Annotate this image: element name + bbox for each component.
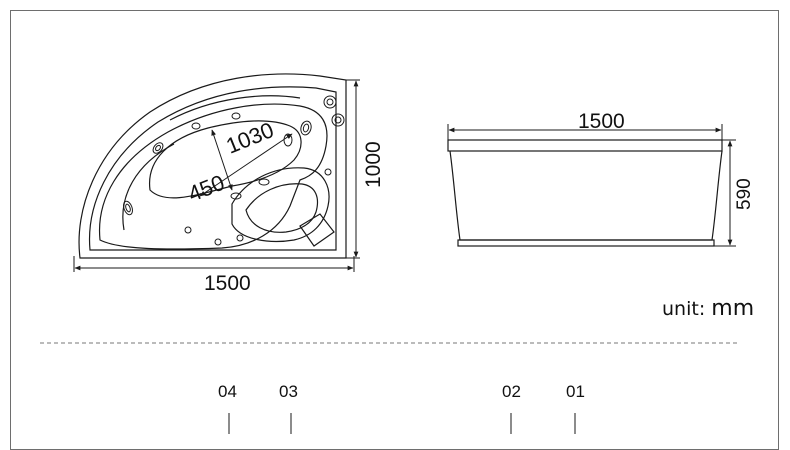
- unit-value: mm: [711, 296, 755, 321]
- tub-top-groove: [169, 95, 301, 121]
- tub-inner-rim: [88, 86, 337, 251]
- tub-jets: [123, 95, 345, 246]
- jet-icon: [283, 133, 293, 147]
- front-base: [457, 239, 715, 247]
- jet-icon: [152, 142, 164, 154]
- front-width-label: 1500: [578, 110, 625, 133]
- tub-seat: [231, 167, 330, 243]
- unit-prefix: unit:: [662, 298, 706, 320]
- front-height-label: 590: [734, 178, 755, 210]
- tub-side-groove: [122, 143, 175, 231]
- drain-icon: [324, 168, 332, 176]
- front-top-rim: [447, 139, 723, 152]
- marker-02: 02: [502, 382, 521, 401]
- tub-outer-rim: [78, 73, 347, 259]
- control-knob-icon: [334, 116, 342, 124]
- bathtub-front-view: [447, 139, 723, 247]
- markers: 04 03 02 01: [218, 382, 585, 434]
- tub-basin: [98, 103, 328, 250]
- tub-armrest: [299, 213, 335, 247]
- depth-label: 1000: [362, 141, 385, 188]
- inner-width-label: 450: [185, 170, 228, 207]
- control-knob-icon: [331, 113, 345, 127]
- jet-icon: [300, 120, 312, 136]
- dim-line-450: [199, 133, 293, 197]
- jet-icon: [231, 112, 241, 120]
- control-knob-icon: [326, 98, 334, 106]
- width-label: 1500: [204, 272, 251, 295]
- jet-icon: [123, 200, 133, 216]
- marker-04: 04: [218, 382, 237, 401]
- marker-03: 03: [279, 382, 298, 401]
- jet-icon: [191, 122, 201, 130]
- marker-01: 01: [566, 382, 585, 401]
- jet-icon: [125, 203, 131, 213]
- jet-icon: [258, 178, 270, 186]
- drain-icon: [236, 234, 244, 242]
- drain-icon: [184, 226, 192, 234]
- jet-icon: [302, 123, 310, 133]
- unit-note: unit: mm: [662, 296, 754, 321]
- technical-drawing: 1030 450 1500 1000 1500 590 04 03 02 01: [40, 73, 755, 434]
- bathtub-top-view: [78, 73, 347, 259]
- control-knob-icon: [323, 95, 337, 109]
- tub-seat-inner: [245, 183, 319, 233]
- drain-icon: [214, 238, 222, 246]
- jet-icon: [155, 144, 161, 152]
- front-body: [449, 150, 723, 241]
